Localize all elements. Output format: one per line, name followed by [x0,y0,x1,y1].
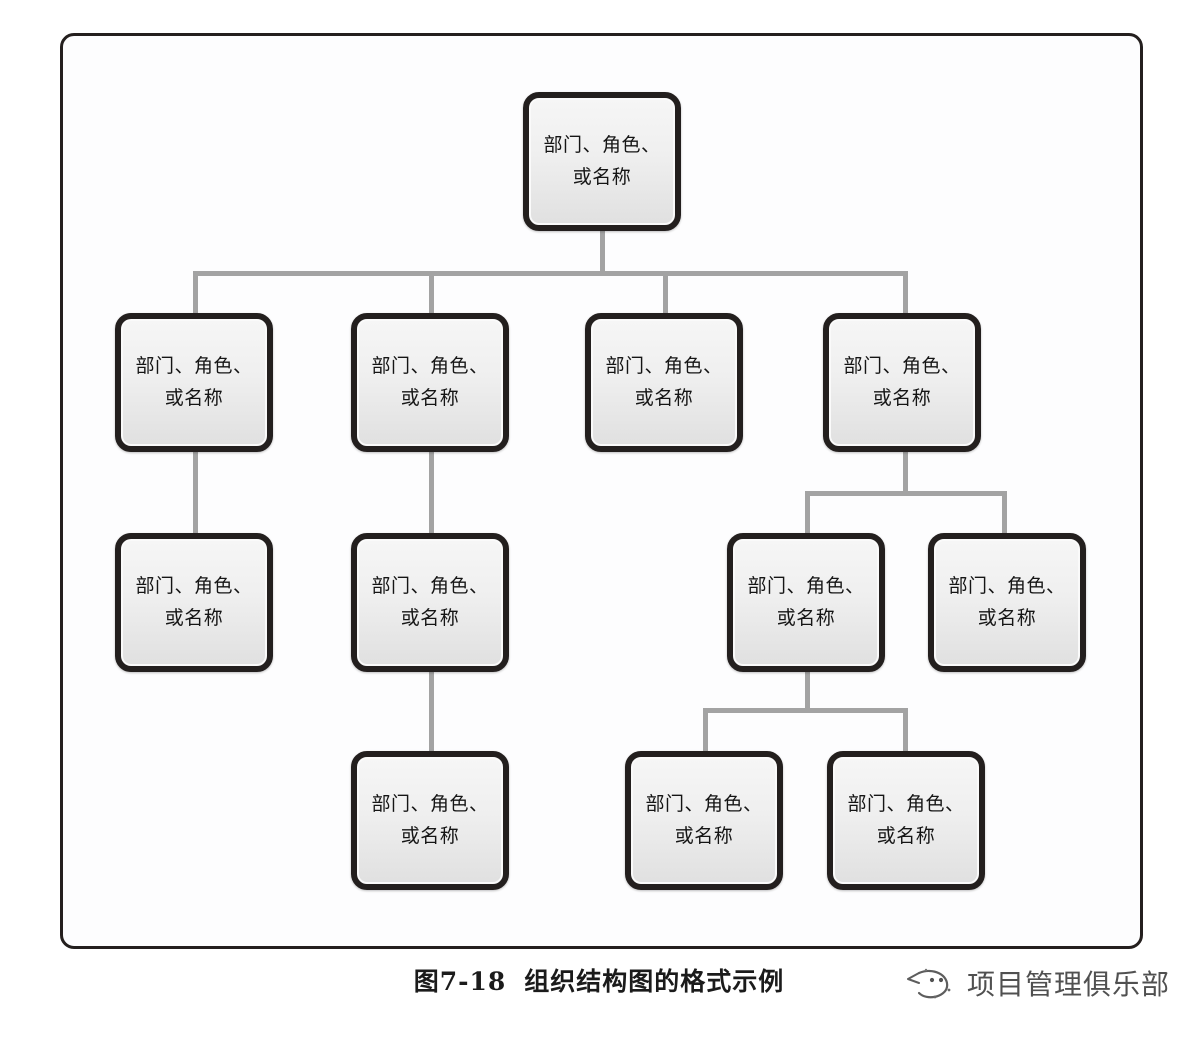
connector-line [429,452,434,536]
connector-line [1002,491,1007,537]
connector-line [193,271,907,276]
org-node[interactable]: 部门、角色、 或名称 [351,751,509,890]
connector-line [903,271,908,315]
org-node[interactable]: 部门、角色、 或名称 [625,751,783,890]
watermark: 项目管理俱乐部 [905,963,1170,1003]
org-node[interactable]: 部门、角色、 或名称 [523,92,681,231]
connector-line [600,231,605,274]
org-node-label: 部门、角色、 或名称 [135,355,253,409]
connector-line [663,271,668,315]
figure-caption-title: 组织结构图的格式示例 [524,967,785,996]
smiley-face-icon [905,963,957,1003]
connector-line [193,452,198,536]
org-node-label: 部门、角色、 或名称 [948,575,1066,629]
connector-line [429,672,434,754]
org-node-label: 部门、角色、 或名称 [847,793,965,847]
org-node[interactable]: 部门、角色、 或名称 [351,533,509,672]
figure-caption-number: 图7-18 [413,967,507,996]
org-node-label: 部门、角色、 或名称 [371,793,489,847]
connector-line [903,452,908,495]
connector-line [903,708,908,754]
connector-line [805,491,810,537]
org-node-label: 部门、角色、 或名称 [371,575,489,629]
org-node[interactable]: 部门、角色、 或名称 [351,313,509,452]
org-node[interactable]: 部门、角色、 或名称 [585,313,743,452]
org-node[interactable]: 部门、角色、 或名称 [928,533,1086,672]
org-node-label: 部门、角色、 或名称 [605,355,723,409]
org-node[interactable]: 部门、角色、 或名称 [115,533,273,672]
org-node[interactable]: 部门、角色、 或名称 [827,751,985,890]
connector-line [703,708,708,754]
org-node-label: 部门、角色、 或名称 [747,575,865,629]
connector-line [193,271,198,315]
org-node-label: 部门、角色、 或名称 [371,355,489,409]
connector-line [703,708,907,713]
connector-line [805,672,810,712]
org-node[interactable]: 部门、角色、 或名称 [115,313,273,452]
connector-line [805,491,1007,496]
org-node-label: 部门、角色、 或名称 [645,793,763,847]
org-node-label: 部门、角色、 或名称 [543,134,661,188]
org-node-label: 部门、角色、 或名称 [843,355,961,409]
connector-line [429,271,434,315]
figure-caption: 图7-18 组织结构图的格式示例 [0,962,1198,998]
org-node[interactable]: 部门、角色、 或名称 [727,533,885,672]
watermark-text: 项目管理俱乐部 [967,968,1171,1001]
org-node-label: 部门、角色、 或名称 [135,575,253,629]
org-node[interactable]: 部门、角色、 或名称 [823,313,981,452]
